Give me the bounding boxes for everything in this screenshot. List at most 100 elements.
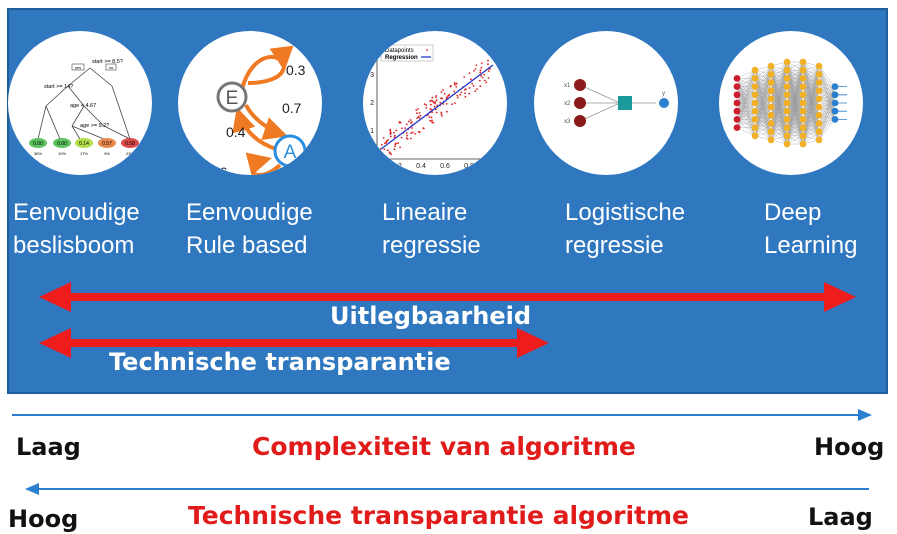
- deep-node: [751, 116, 759, 123]
- deep-node: [767, 103, 775, 111]
- deep-node: [767, 62, 775, 70]
- scatter-ytick-2: 2: [370, 100, 374, 107]
- scatter-point: [394, 142, 397, 145]
- scatter-point: [380, 143, 383, 146]
- scatter-point: [440, 97, 442, 100]
- scatter-point: [395, 129, 398, 132]
- scatter-point: [405, 132, 408, 134]
- scatter-point: [463, 89, 466, 91]
- scatter-point: [468, 92, 471, 95]
- scatter-point: [431, 100, 434, 103]
- scatter-point: [399, 146, 401, 149]
- tree-yes-label: yes: [75, 65, 81, 70]
- scatter-point: [433, 105, 436, 108]
- deep-node: [733, 124, 741, 131]
- scatter-point: [464, 95, 467, 98]
- deep-node: [831, 116, 839, 123]
- deep-node: [751, 124, 759, 131]
- scatter-point: [381, 154, 383, 156]
- deep-node: [751, 83, 759, 90]
- scatter-point: [473, 70, 475, 72]
- scatter-point: [468, 72, 471, 74]
- tree-leaf-1: 0.00: [33, 141, 43, 147]
- scatter-legend-line: Regression: [385, 55, 418, 61]
- scatter-point: [487, 63, 489, 66]
- deep-node: [751, 75, 759, 82]
- scatter-legend-points: Datapoints: [385, 48, 414, 54]
- deep-node: [815, 111, 823, 119]
- scatter-point: [479, 85, 482, 88]
- uitleg-arrow-shaft: [65, 293, 846, 301]
- deep-node: [733, 75, 741, 82]
- caption-line-1: Lineaire: [382, 199, 468, 226]
- scatter-point: [418, 117, 421, 119]
- rule-prob-aa: 0.6: [208, 164, 228, 175]
- deep-node: [799, 66, 807, 74]
- rule-prob-ee: 0.3: [286, 62, 306, 78]
- scatter-regression-icon: Datapoints Regression 0.2 0.4 0.6 0.8 1.…: [363, 31, 507, 175]
- tree-leaf-5: 0.58: [125, 141, 135, 147]
- caption-line-2: beslisboom: [13, 232, 135, 259]
- deep-node: [783, 107, 791, 115]
- scatter-point: [390, 135, 392, 138]
- deep-node: [783, 116, 791, 123]
- scatter-point: [423, 103, 426, 105]
- scatter-point: [435, 99, 438, 102]
- scatter-point: [400, 136, 403, 139]
- logistic-network-icon: x1 x2 x3 y: [534, 31, 678, 175]
- scatter-point: [407, 120, 410, 123]
- tree-pct-3: 17%: [80, 151, 88, 156]
- scatter-point: [434, 100, 437, 103]
- scatter-point: [479, 71, 482, 74]
- caption-line-1: Logistische: [565, 199, 686, 226]
- deep-node: [815, 120, 823, 127]
- scatter-point: [417, 108, 419, 110]
- deep-node: [799, 58, 807, 66]
- rule-prob-ae: 0.4: [226, 124, 246, 140]
- scatter-point: [431, 96, 434, 99]
- scatter-ytick-4: 0: [370, 156, 374, 163]
- deep-node: [783, 83, 791, 90]
- scale1-left: Laag: [16, 433, 81, 461]
- scatter-point: [440, 111, 443, 114]
- scatter-point: [410, 132, 413, 135]
- scatter-point: [474, 68, 477, 70]
- scale1-title: Complexiteit van algoritme: [252, 432, 636, 461]
- caption-beslisboom: Eenvoudige beslisboom: [13, 196, 140, 262]
- rule-node-a: A: [284, 142, 297, 163]
- deep-node: [815, 87, 823, 95]
- scatter-point: [470, 78, 472, 81]
- logistic-y: y: [662, 91, 665, 97]
- scatter-xtick-3: 0.6: [440, 163, 450, 170]
- deep-node: [767, 120, 775, 127]
- scatter-point: [480, 62, 483, 64]
- scatter-point: [440, 113, 443, 116]
- scatter-point: [487, 59, 489, 62]
- scatter-point: [411, 127, 413, 129]
- scatter-point: [432, 121, 435, 124]
- deep-node: [831, 99, 839, 107]
- scatter-point: [406, 134, 408, 137]
- scatter-point: [415, 109, 418, 111]
- scatter-point: [410, 137, 412, 140]
- scale-arrows: [12, 409, 872, 495]
- deep-node: [799, 132, 807, 140]
- scatter-point: [476, 88, 478, 90]
- deep-node: [733, 99, 741, 107]
- scatter-point: [382, 137, 385, 139]
- scatter-point: [481, 76, 484, 79]
- deep-node: [831, 107, 839, 115]
- scatter-point: [483, 79, 486, 82]
- deep-node: [783, 75, 791, 82]
- deep-node: [799, 140, 807, 148]
- scatter-point: [456, 96, 459, 99]
- scatter-point: [405, 137, 408, 140]
- tree-pct-1: 36%: [34, 151, 42, 156]
- deep-node: [751, 132, 759, 140]
- deep-node: [733, 107, 741, 115]
- scatter-point: [439, 101, 442, 104]
- scatter-point: [409, 119, 412, 121]
- scatter-point: [480, 66, 483, 69]
- scatter-point: [445, 103, 448, 105]
- tree-node4-label: age >= 9.2?: [80, 123, 109, 129]
